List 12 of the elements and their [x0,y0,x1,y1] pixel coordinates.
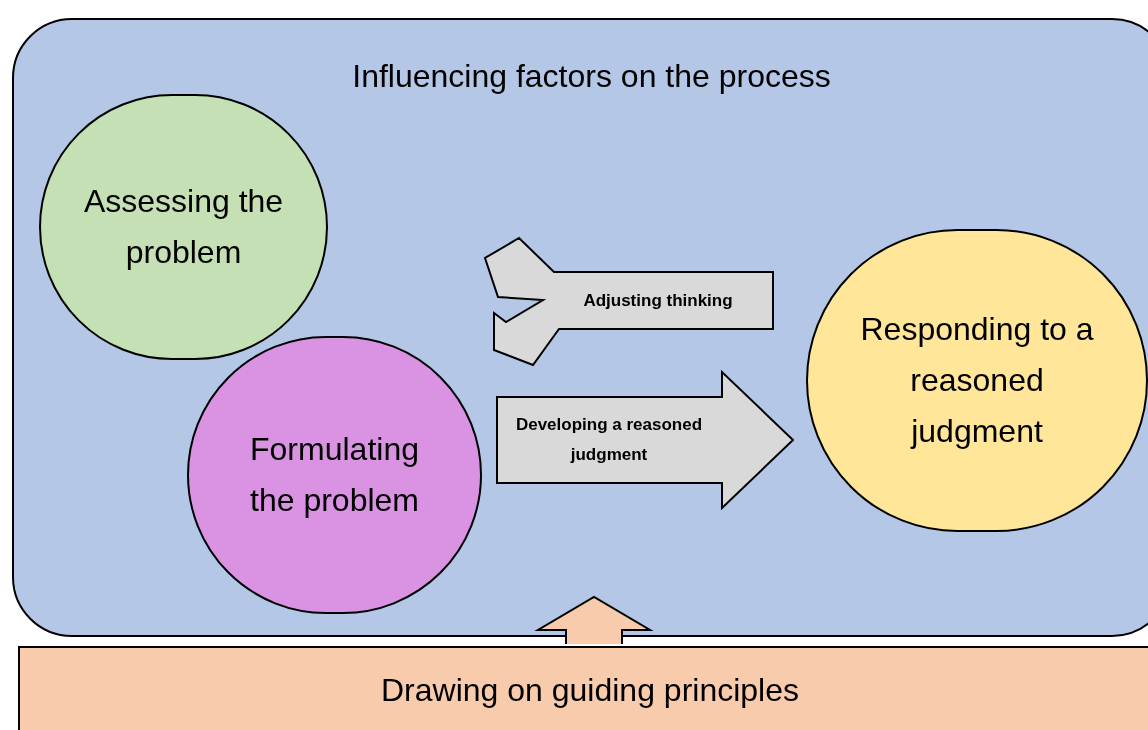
stage-label: Formulating the problem [249,429,420,520]
arrow-label: Developing a reasoned judgment [514,414,704,466]
principles-band [18,646,1148,730]
block-arrow [496,369,795,511]
up-block-arrow [534,595,654,645]
arrow-label: Adjusting thinking [582,289,734,311]
stage-label: Responding to a reasoned judgment [859,309,1095,452]
frame-title: Influencing factors on the process [351,57,832,96]
band-label: Drawing on guiding principles [380,671,800,710]
forked-block-arrow [483,236,774,367]
rounded-frame [12,18,1148,637]
stage-label: Assessing the problem [82,181,285,272]
